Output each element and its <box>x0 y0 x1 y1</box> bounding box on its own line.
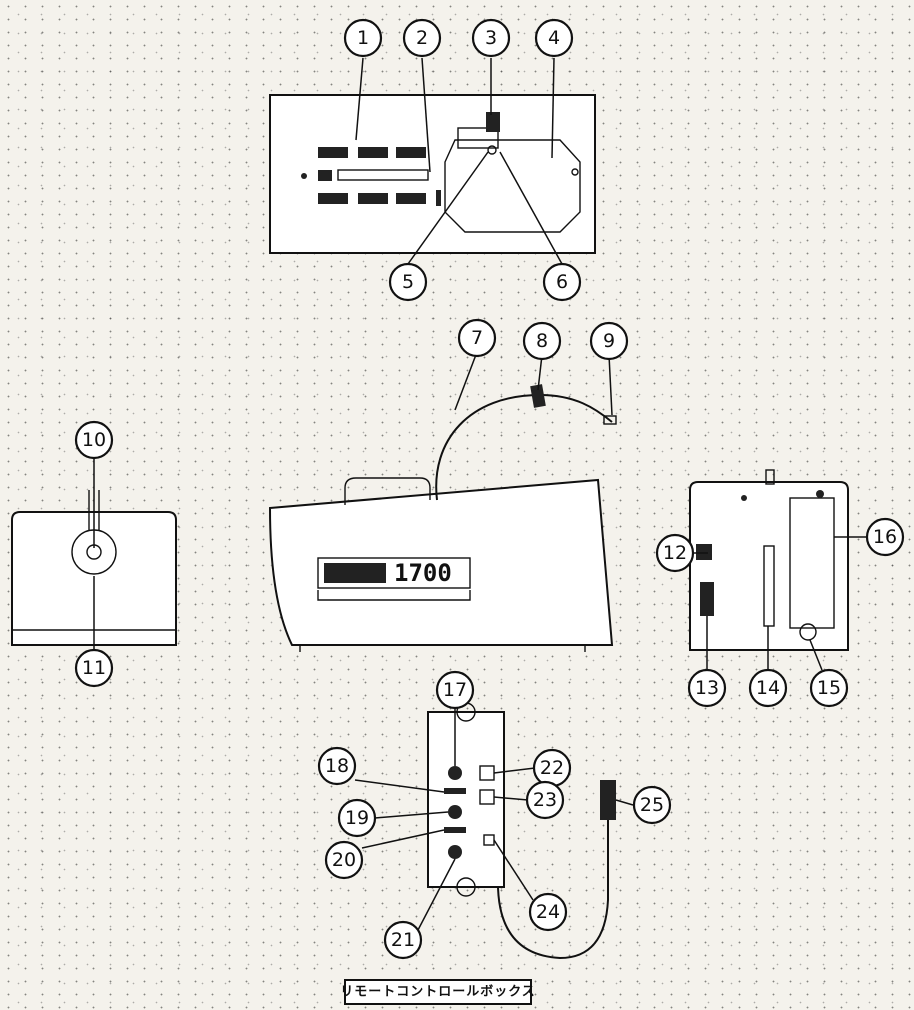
callout-19: 19 <box>337 798 377 838</box>
callout-16: 16 <box>865 517 905 557</box>
svg-text:15: 15 <box>817 677 841 699</box>
caption-text: リモートコントロールボックス <box>340 984 536 1000</box>
callout-10: 10 <box>74 420 114 460</box>
callout-18: 18 <box>317 746 357 786</box>
svg-text:10: 10 <box>82 429 106 451</box>
callout-21: 21 <box>383 920 423 960</box>
svg-text:13: 13 <box>695 677 719 699</box>
svg-text:8: 8 <box>536 330 548 352</box>
svg-text:4: 4 <box>548 27 560 49</box>
machine-side-view: 1700 <box>268 384 617 652</box>
svg-text:23: 23 <box>533 789 557 811</box>
svg-text:17: 17 <box>443 679 467 701</box>
svg-text:6: 6 <box>556 271 568 293</box>
callout-6: 6 <box>542 262 582 302</box>
caption: リモートコントロールボックス <box>340 979 536 1005</box>
svg-text:14: 14 <box>756 677 780 699</box>
svg-text:21: 21 <box>391 929 415 951</box>
svg-text:7: 7 <box>471 327 483 349</box>
callout-1: 1 <box>343 18 383 58</box>
svg-text:11: 11 <box>82 657 106 679</box>
callout-23: 23 <box>525 780 565 820</box>
callout-2: 2 <box>402 18 442 58</box>
svg-text:22: 22 <box>540 757 564 779</box>
callout-15: 15 <box>809 668 849 708</box>
svg-text:24: 24 <box>536 901 560 923</box>
machine-rear-view <box>689 469 849 651</box>
callout-24: 24 <box>528 892 568 932</box>
svg-text:18: 18 <box>325 755 349 777</box>
svg-text:20: 20 <box>332 849 356 871</box>
front-control-panel <box>269 94 596 254</box>
callout-22: 22 <box>532 748 572 788</box>
svg-text:2: 2 <box>416 27 428 49</box>
callout-13: 13 <box>687 668 727 708</box>
callout-11: 11 <box>74 648 114 688</box>
svg-text:3: 3 <box>485 27 497 49</box>
svg-text:9: 9 <box>603 330 615 352</box>
callout-25: 25 <box>632 785 672 825</box>
svg-text:5: 5 <box>402 271 414 293</box>
callout-9: 9 <box>589 321 629 361</box>
svg-text:1: 1 <box>357 27 369 49</box>
leader-lines <box>93 57 867 931</box>
callout-8: 8 <box>522 321 562 361</box>
svg-text:12: 12 <box>663 542 687 564</box>
machine-model-label: 1700 <box>394 559 452 587</box>
callout-12: 12 <box>655 533 695 573</box>
remote-control-box <box>427 702 616 960</box>
svg-text:19: 19 <box>345 807 369 829</box>
svg-text:25: 25 <box>640 794 664 816</box>
callouts: 1 2 3 4 5 6 7 8 9 10 11 12 13 14 15 16 1… <box>74 18 905 960</box>
svg-text:16: 16 <box>873 526 897 548</box>
callout-4: 4 <box>534 18 574 58</box>
callout-17: 17 <box>435 670 475 710</box>
callout-3: 3 <box>471 18 511 58</box>
callout-7: 7 <box>457 318 497 358</box>
callout-5: 5 <box>388 262 428 302</box>
callout-20: 20 <box>324 840 364 880</box>
callout-14: 14 <box>748 668 788 708</box>
